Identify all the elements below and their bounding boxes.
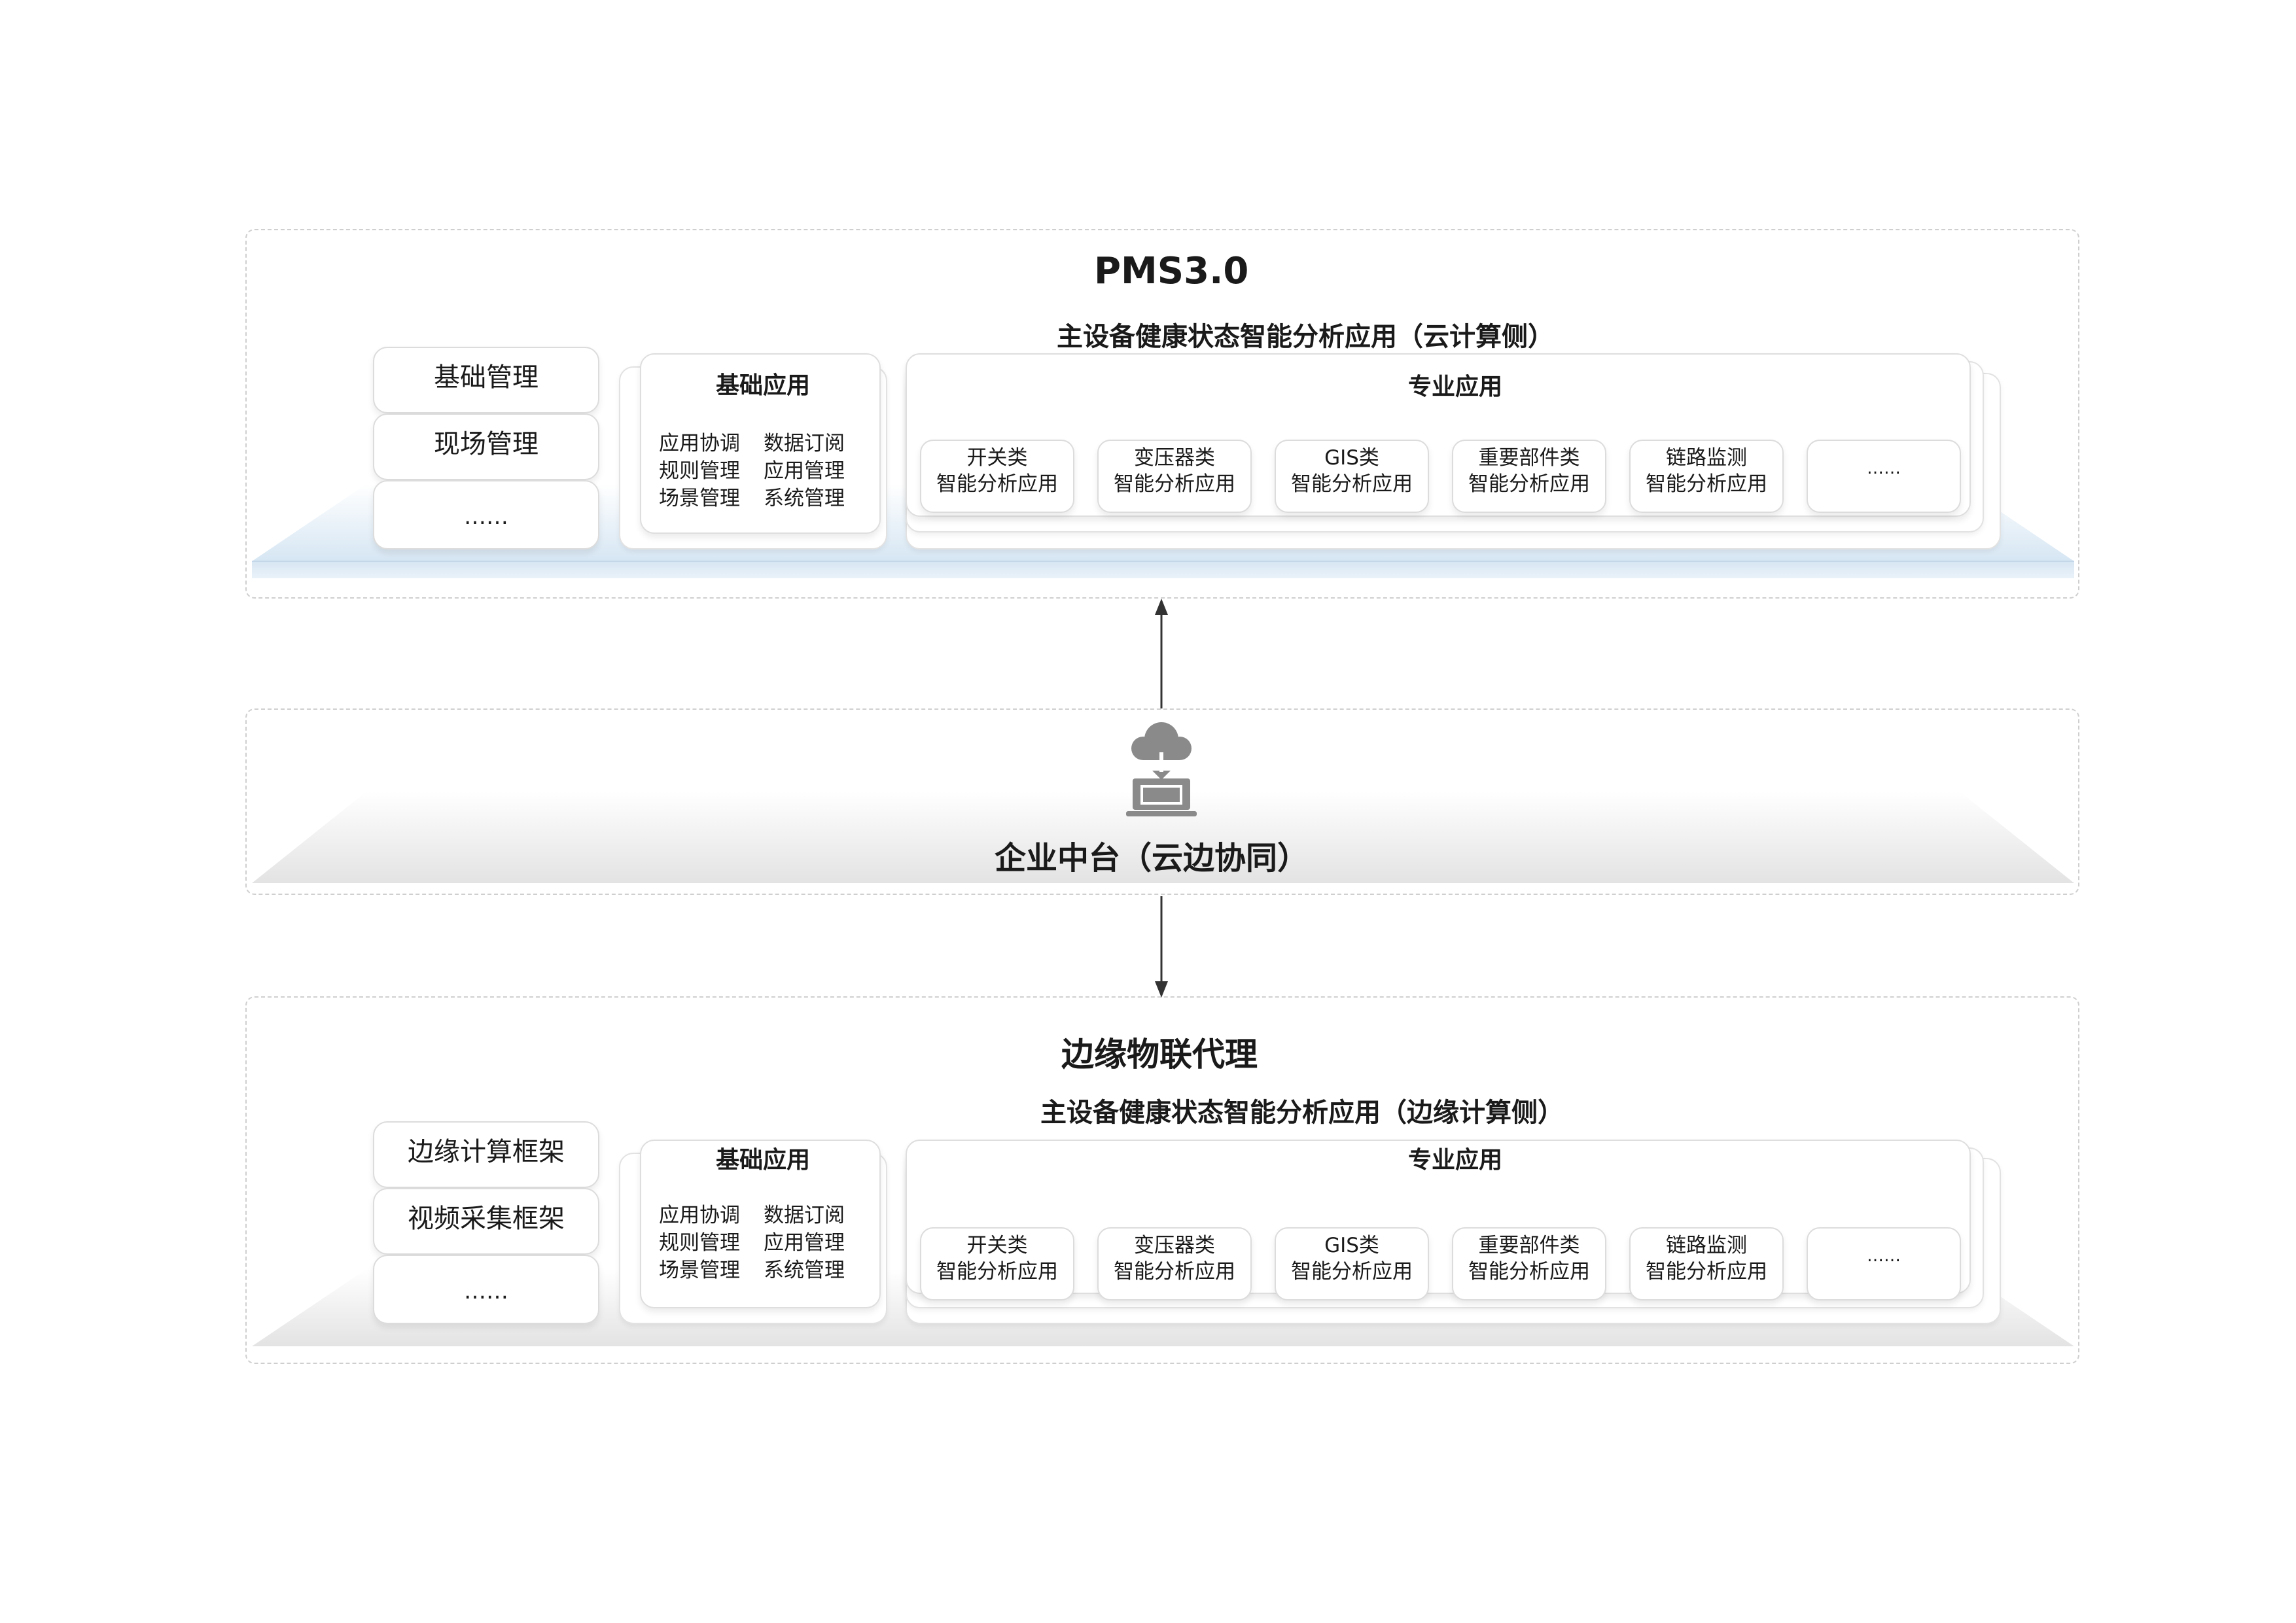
basic-app-item[interactable]: 应用管理 (764, 459, 845, 483)
app-card-transformer[interactable]: 变压器类 智能分析应用 (1097, 440, 1252, 513)
app-card-key-components[interactable]: 重要部件类 智能分析应用 (1452, 1227, 1606, 1300)
cloud-subsystem-title: 主设备健康状态智能分析应用（云计算侧） (1057, 322, 1554, 352)
app-card-gis[interactable]: GIS类 智能分析应用 (1275, 440, 1429, 513)
basic-apps-list: 应用协调 数据订阅 规则管理 应用管理 场景管理 系统管理 (659, 430, 845, 512)
app-card-more[interactable]: …… (1807, 440, 1961, 513)
basic-apps-label: 基础应用 (715, 372, 811, 399)
side-item-basic-management[interactable]: 基础管理 (373, 347, 599, 413)
cloud-computer-icon (1126, 722, 1197, 816)
app-card-link-monitoring[interactable]: 链路监测 智能分析应用 (1629, 440, 1784, 513)
basic-app-item[interactable]: 规则管理 (659, 1231, 740, 1255)
basic-apps-card[interactable] (640, 353, 881, 534)
pro-apps-label: 专业应用 (1407, 374, 1503, 400)
cloud-layer-title: PMS3.0 (1094, 250, 1249, 292)
side-item-more[interactable]: …… (373, 1255, 599, 1324)
arrow-up-to-cloud (1155, 599, 1168, 708)
side-item-more[interactable]: …… (373, 480, 599, 550)
basic-apps-card[interactable] (640, 1140, 881, 1308)
app-card-transformer[interactable]: 变压器类 智能分析应用 (1097, 1227, 1252, 1300)
middle-platform-slab (252, 792, 2074, 883)
app-card-switchgear[interactable]: 开关类 智能分析应用 (920, 1227, 1074, 1300)
edge-layer-title: 边缘物联代理 (1061, 1036, 1258, 1073)
app-card-link-monitoring[interactable]: 链路监测 智能分析应用 (1629, 1227, 1784, 1300)
basic-apps-label: 基础应用 (715, 1147, 811, 1174)
app-card-more[interactable]: …… (1807, 1227, 1961, 1300)
pro-apps-card[interactable] (906, 1140, 1971, 1294)
side-item-video-capture-framework[interactable]: 视频采集框架 (373, 1188, 599, 1255)
basic-app-item[interactable]: 场景管理 (659, 1259, 740, 1282)
basic-apps-list: 应用协调 数据订阅 规则管理 应用管理 场景管理 系统管理 (659, 1202, 845, 1283)
basic-app-item[interactable]: 数据订阅 (764, 432, 845, 455)
basic-app-item[interactable]: 数据订阅 (764, 1204, 845, 1227)
app-card-gis[interactable]: GIS类 智能分析应用 (1275, 1227, 1429, 1300)
side-item-edge-computing-framework[interactable]: 边缘计算框架 (373, 1121, 599, 1188)
pro-apps-label: 专业应用 (1407, 1147, 1503, 1174)
basic-app-item[interactable]: 应用协调 (659, 432, 740, 455)
side-item-site-management[interactable]: 现场管理 (373, 413, 599, 480)
basic-app-item[interactable]: 应用协调 (659, 1204, 740, 1227)
arrow-down-to-edge (1155, 896, 1168, 998)
basic-app-item[interactable]: 场景管理 (659, 487, 740, 510)
basic-app-item[interactable]: 系统管理 (764, 487, 845, 510)
pro-apps-card[interactable] (906, 353, 1971, 517)
app-card-switchgear[interactable]: 开关类 智能分析应用 (920, 440, 1074, 513)
basic-app-item[interactable]: 应用管理 (764, 1231, 845, 1255)
basic-app-item[interactable]: 系统管理 (764, 1259, 845, 1282)
app-card-key-components[interactable]: 重要部件类 智能分析应用 (1452, 440, 1606, 513)
middle-layer-title: 企业中台（云边协同） (995, 840, 1309, 877)
basic-app-item[interactable]: 规则管理 (659, 459, 740, 483)
edge-subsystem-title: 主设备健康状态智能分析应用（边缘计算侧） (1040, 1098, 1564, 1128)
